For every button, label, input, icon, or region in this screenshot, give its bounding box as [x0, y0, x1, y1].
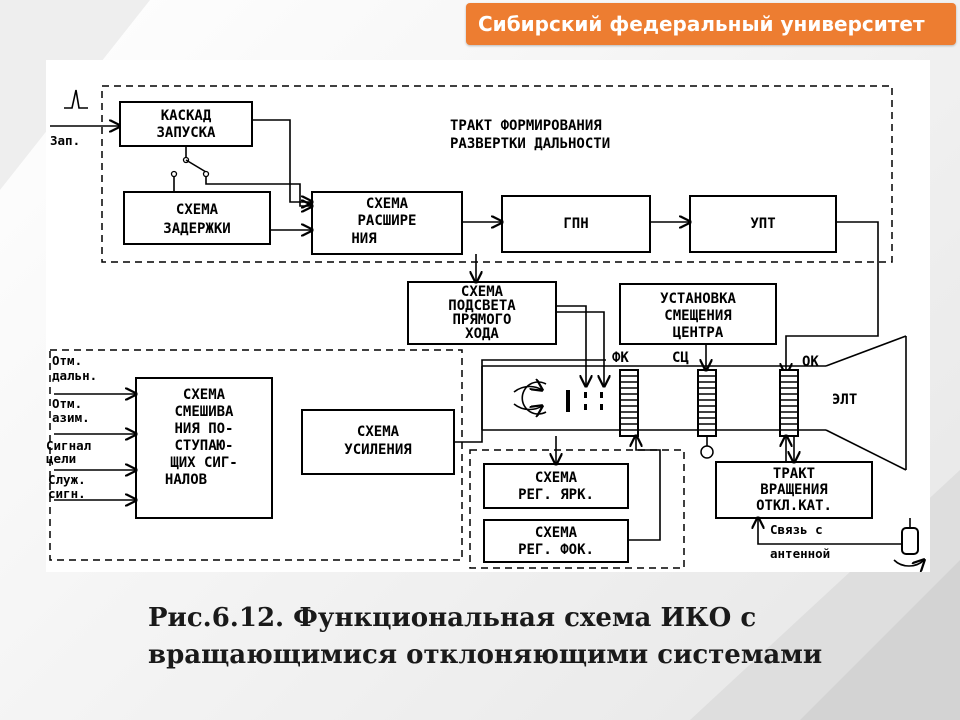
highlight-line2: ПОДСВЕТА — [448, 298, 516, 314]
expand-line1: СХЕМА — [366, 196, 409, 212]
rotation-block — [715, 461, 873, 519]
center-shift-line3: ЦЕНТРА — [673, 325, 724, 341]
expand-line2: РАСШИРЕ — [357, 213, 416, 229]
focus-coil — [619, 369, 639, 437]
mixer-line6: НАЛОВ — [165, 472, 207, 488]
amp-line1: СХЕМА — [357, 424, 400, 440]
delay-block — [123, 191, 271, 245]
brightness-line2: РЕГ. ЯРК. — [518, 487, 594, 503]
delay-line2: ЗАДЕРЖКИ — [163, 221, 230, 237]
antenna-line1: Связь с — [770, 522, 823, 537]
highlight-line1: СХЕМА — [461, 284, 504, 300]
gpn-label: ГПН — [563, 216, 588, 232]
antenna-motor-icon — [893, 518, 924, 566]
antenna-line2: антенной — [770, 546, 830, 561]
tract-title-line1: ТРАКТ ФОРМИРОВАНИЯ — [450, 118, 602, 134]
sc-label: СЦ — [672, 350, 689, 366]
expand-line3: НИЯ — [351, 231, 376, 247]
input3-line1: Сигнал — [46, 438, 91, 453]
figure-caption: Рис.6.12. Функциональная схема ИКО с вра… — [148, 600, 928, 674]
tract-title-line2: РАЗВЕРТКИ ДАЛЬНОСТИ — [450, 136, 610, 152]
gpn-block — [501, 195, 651, 253]
cascade-block — [119, 101, 253, 147]
highlight-block — [407, 281, 557, 345]
caption-line2: вращающимися отклоняющими системами — [148, 640, 823, 670]
fk-label: ФК — [612, 350, 629, 366]
sweep-tract-frame — [101, 85, 893, 263]
focus-line2: РЕГ. ФОК. — [518, 542, 594, 558]
upt-block — [689, 195, 837, 253]
caption-line1: Рис.6.12. Функциональная схема ИКО с — [148, 603, 757, 633]
center-coil — [697, 369, 717, 437]
focus-line1: СХЕМА — [535, 525, 578, 541]
crt-tube — [481, 335, 907, 471]
center-shift-line1: УСТАНОВКА — [660, 291, 736, 307]
focus-block — [483, 519, 629, 563]
mixer-line4: СТУПАЮ- — [174, 438, 233, 454]
mixer-line3: НИЯ ПО- — [174, 421, 233, 437]
video-tract-frame — [49, 349, 463, 561]
expand-block — [311, 191, 463, 255]
center-shift-line2: СМЕЩЕНИЯ — [664, 308, 731, 324]
highlight-line3: ПРЯМОГО — [452, 312, 511, 328]
input2-line2: азим. — [52, 410, 90, 425]
adjust-tract-frame — [469, 449, 685, 569]
brightness-line1: СХЕМА — [535, 470, 578, 486]
mixer-line5: ЩИХ СИГ- — [170, 455, 237, 471]
ok-label: ОК — [802, 354, 819, 370]
upt-label: УПТ — [750, 216, 775, 232]
rotation-line2: ВРАЩЕНИЯ — [760, 482, 827, 498]
mixer-line1: СХЕМА — [183, 387, 226, 403]
functional-diagram: Зап. КАСКАД ЗАПУСКА СХЕМА ЗАДЕРЖКИ СХЕМА… — [46, 60, 930, 572]
input1-line1: Отм. — [52, 353, 82, 368]
deflection-coil — [779, 369, 799, 437]
input4-line1: Служ. — [48, 472, 86, 487]
rotation-line1: ТРАКТ — [773, 466, 815, 482]
input1-line2: дальн. — [52, 368, 97, 383]
center-shift-block — [619, 283, 777, 345]
trigger-pulse-icon — [64, 89, 88, 109]
elt-label: ЭЛТ — [832, 392, 857, 408]
cascade-line1: КАСКАД — [161, 108, 212, 124]
input4-line2: сигн. — [48, 486, 86, 501]
rotation-line3: ОТКЛ.КАТ. — [756, 498, 832, 514]
delay-line1: СХЕМА — [176, 202, 219, 218]
highlight-line4: ХОДА — [465, 326, 499, 342]
cascade-line2: ЗАПУСКА — [156, 125, 216, 141]
mixer-block — [135, 377, 273, 519]
amp-line2: УСИЛЕНИЯ — [344, 442, 411, 458]
mixer-line2: СМЕШИВА — [174, 404, 234, 420]
diagram-canvas: Зап. КАСКАД ЗАПУСКА СХЕМА ЗАДЕРЖКИ СХЕМА… — [46, 85, 930, 572]
input3-line2: цели — [46, 451, 76, 466]
university-banner: Сибирский федеральный университет — [466, 3, 956, 45]
brightness-block — [483, 463, 629, 509]
input2-line1: Отм. — [52, 396, 82, 411]
trigger-label: Зап. — [50, 133, 80, 148]
